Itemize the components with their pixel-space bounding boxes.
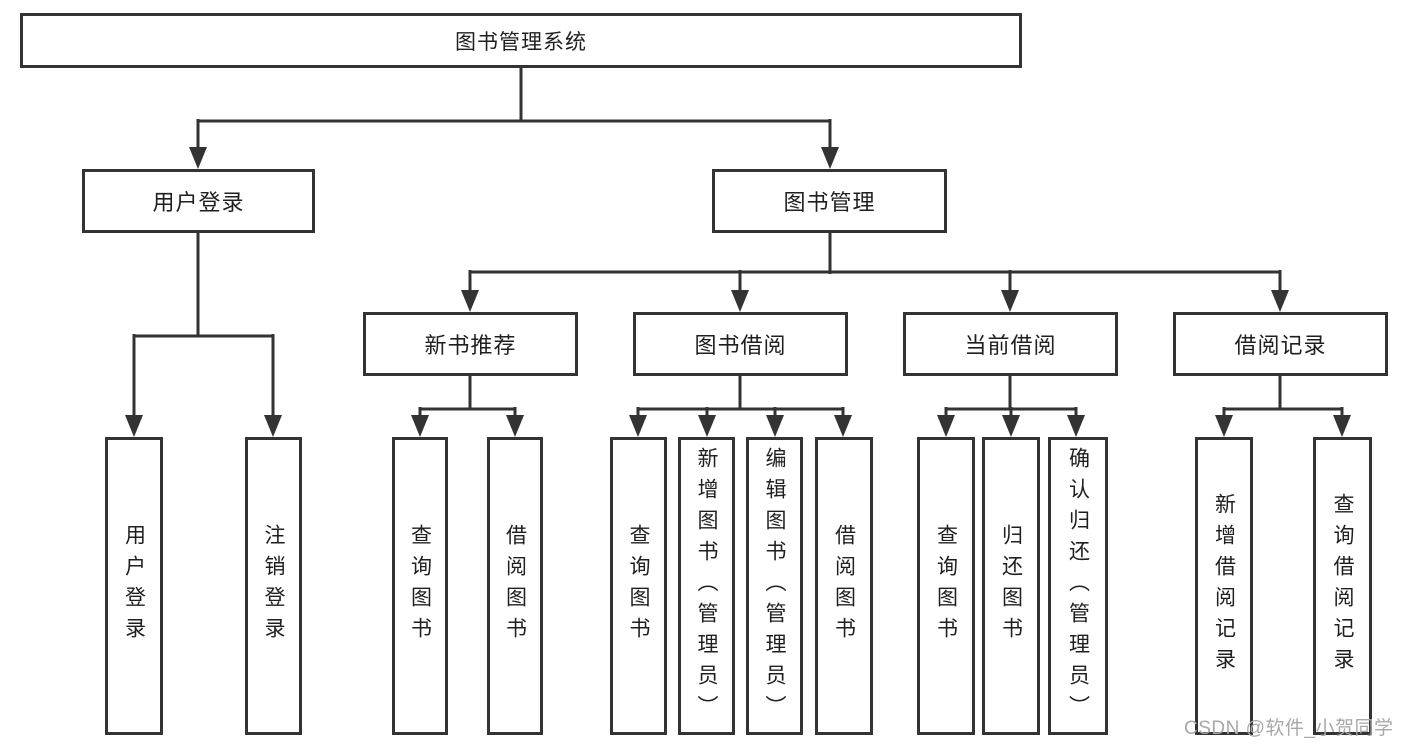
leaf-return-books: 归还图书 xyxy=(982,437,1040,735)
leaf-label: 查询借阅记录 xyxy=(1331,493,1354,679)
leaf-user-login: 用户登录 xyxy=(105,437,163,735)
node-library-system: 图书管理系统 xyxy=(20,13,1022,68)
leaf-label: 注销登录 xyxy=(262,524,285,648)
node-book-borrowing: 图书借阅 xyxy=(633,312,848,376)
leaf-label: 借阅图书 xyxy=(832,524,856,648)
leaf-borrow-books-recommend: 借阅图书 xyxy=(487,437,543,735)
leaf-label: 编辑图书（管理员） xyxy=(763,446,786,726)
node-current-borrowing: 当前借阅 xyxy=(903,312,1118,376)
node-new-book-recommendation: 新书推荐 xyxy=(363,312,578,376)
arrowheads xyxy=(125,147,1351,437)
leaf-edit-books-admin: 编辑图书（管理员） xyxy=(746,437,803,735)
leaf-add-borrow-record: 新增借阅记录 xyxy=(1195,437,1253,735)
leaf-confirm-return-admin: 确认归还（管理员） xyxy=(1048,437,1108,735)
leaf-label: 借阅图书 xyxy=(503,524,527,648)
leaf-query-books-borrowing: 查询图书 xyxy=(610,437,667,735)
leaf-label: 新增图书（管理员） xyxy=(695,446,718,726)
node-book-management: 图书管理 xyxy=(712,169,947,233)
leaf-label: 查询图书 xyxy=(408,524,432,648)
leaf-label: 用户登录 xyxy=(122,524,146,648)
leaf-borrow-books-borrowing: 借阅图书 xyxy=(815,437,873,735)
leaf-label: 查询图书 xyxy=(627,524,650,648)
node-user-login: 用户登录 xyxy=(82,169,315,233)
leaf-logout: 注销登录 xyxy=(245,437,302,735)
leaf-query-books-current: 查询图书 xyxy=(917,437,975,735)
leaf-label: 归还图书 xyxy=(999,524,1023,648)
node-borrowing-records: 借阅记录 xyxy=(1173,312,1388,376)
csdn-watermark: CSDN @软件_小贺同学 xyxy=(1184,718,1394,739)
leaf-label: 查询图书 xyxy=(934,524,958,648)
leaf-label: 确认归还（管理员） xyxy=(1066,446,1090,726)
leaf-query-borrow-record: 查询借阅记录 xyxy=(1313,437,1372,735)
leaf-query-books-recommend: 查询图书 xyxy=(392,437,448,735)
leaf-label: 新增借阅记录 xyxy=(1212,493,1236,679)
leaf-add-books-admin: 新增图书（管理员） xyxy=(678,437,735,735)
